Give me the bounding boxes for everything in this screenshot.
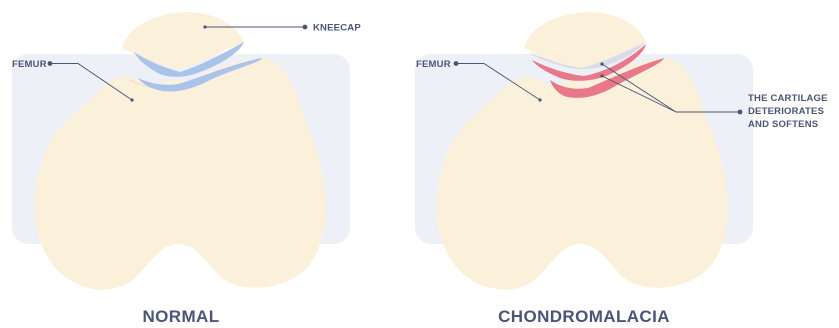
chondro-femur-label: FEMUR [416, 59, 451, 70]
normal-femur-label: FEMUR [12, 59, 47, 70]
chondromalacia-knee: FEMUR THE CARTILAGE DETERIORATES AND SOF… [415, 12, 828, 326]
normal-kneecap-label: KNEECAP [313, 23, 361, 34]
chondro-cartilage-label-line-1: THE CARTILAGE [748, 93, 828, 104]
chondro-caption: CHONDROMALACIA [498, 307, 670, 326]
chondro-cartilage-label-line-2: DETERIORATES [748, 106, 824, 117]
normal-knee: KNEECAP FEMUR NORMAL [12, 12, 361, 326]
chondro-cartilage-label-line-3: AND SOFTENS [748, 119, 818, 130]
normal-caption: NORMAL [143, 307, 220, 326]
